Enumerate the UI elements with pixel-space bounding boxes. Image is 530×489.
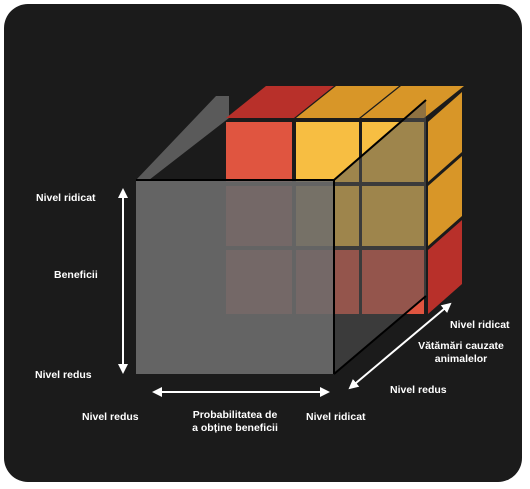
harm-axis-label: Vătămări cauzate animalelor <box>406 340 516 365</box>
harm-high-label: Nivel ridicat <box>450 319 510 331</box>
harm-axis-label-line1: Vătămări cauzate <box>418 340 504 352</box>
harm-axis-arrow <box>348 302 452 390</box>
probability-axis-label: Probabilitatea de a obține beneficii <box>176 409 294 434</box>
harm-axis-label-line2: animalelor <box>434 352 488 365</box>
top-tile-3 <box>361 86 464 118</box>
top-tile-2 <box>296 86 399 118</box>
side-tile-3 <box>428 220 462 314</box>
harm-low-label: Nivel redus <box>390 384 447 396</box>
probability-axis-label-line1: Probabilitatea de <box>192 409 278 421</box>
cube-diagram <box>118 86 464 397</box>
probability-high-label: Nivel ridicat <box>306 411 366 423</box>
front-tile-r1c1 <box>226 122 292 182</box>
diagram-card: Nivel ridicat Beneficii Nivel redus Nive… <box>4 4 522 482</box>
cube-top-left-diagonal-face <box>136 96 229 180</box>
side-tile-1 <box>428 92 462 182</box>
benefit-low-label: Nivel redus <box>35 369 92 381</box>
probability-axis-label-line2: a obține beneficii <box>192 421 278 434</box>
top-tile-1 <box>226 86 334 118</box>
probability-low-label: Nivel redus <box>82 411 139 423</box>
benefit-high-label: Nivel ridicat <box>36 192 96 204</box>
benefit-axis-label: Beneficii <box>54 269 98 281</box>
side-tile-2 <box>428 156 462 246</box>
cube-front-face <box>136 180 334 374</box>
